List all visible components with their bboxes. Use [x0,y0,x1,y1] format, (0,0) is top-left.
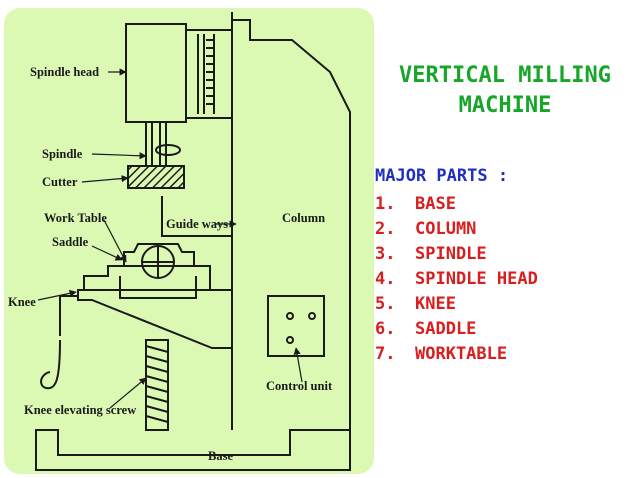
part-item: 2. COLUMN [375,217,565,242]
label-spindle-head: Spindle head [30,65,99,79]
part-label: WORKTABLE [415,344,508,364]
spindle-head-shape [125,23,187,123]
title-line-1: VERTICAL MILLING [399,63,611,88]
cutter-shape [127,165,185,189]
title-line-2: MACHINE [458,93,552,118]
spindle-shape [145,121,167,167]
part-item: 6. SADDLE [375,317,565,342]
part-item: 3. SPINDLE [375,242,565,267]
label-column: Column [282,211,325,225]
work-table-shape [83,265,211,290]
label-work-table: Work Table [44,211,107,225]
label-knee-elevating-screw: Knee elevating screw [24,403,136,417]
part-label: KNEE [415,294,456,314]
major-parts-list: 1. BASE 2. COLUMN 3. SPINDLE 4. SPINDLE HEAD 5. K… [375,192,565,367]
part-number: 1. [375,194,396,214]
label-control-unit: Control unit [266,379,333,393]
part-item: 1. BASE [375,192,565,217]
label-guide-ways: Guide ways [166,217,228,231]
saddle-shape [123,243,195,266]
column-shape [231,12,351,430]
major-parts-heading: MAJOR PARTS : [375,166,509,186]
label-knee: Knee [8,295,36,309]
part-label: SPINDLE [415,244,487,264]
control-unit-shape [267,295,325,357]
part-number: 2. [375,219,396,239]
base-shape [35,429,351,471]
part-item: 7. WORKTABLE [375,342,565,367]
part-number: 6. [375,319,396,339]
part-item: 5. KNEE [375,292,565,317]
part-number: 5. [375,294,396,314]
part-label: COLUMN [415,219,477,239]
label-saddle: Saddle [52,235,89,249]
part-label: SPINDLE HEAD [415,269,538,289]
part-label: BASE [415,194,456,214]
part-label: SADDLE [415,319,477,339]
label-spindle: Spindle [42,147,83,161]
part-number: 4. [375,269,396,289]
part-number: 7. [375,344,396,364]
part-item: 4. SPINDLE HEAD [375,267,565,292]
label-base: Base [208,449,233,463]
label-cutter: Cutter [42,175,78,189]
diagram-panel [4,8,374,474]
part-number: 3. [375,244,396,264]
knee-shape [77,289,233,349]
